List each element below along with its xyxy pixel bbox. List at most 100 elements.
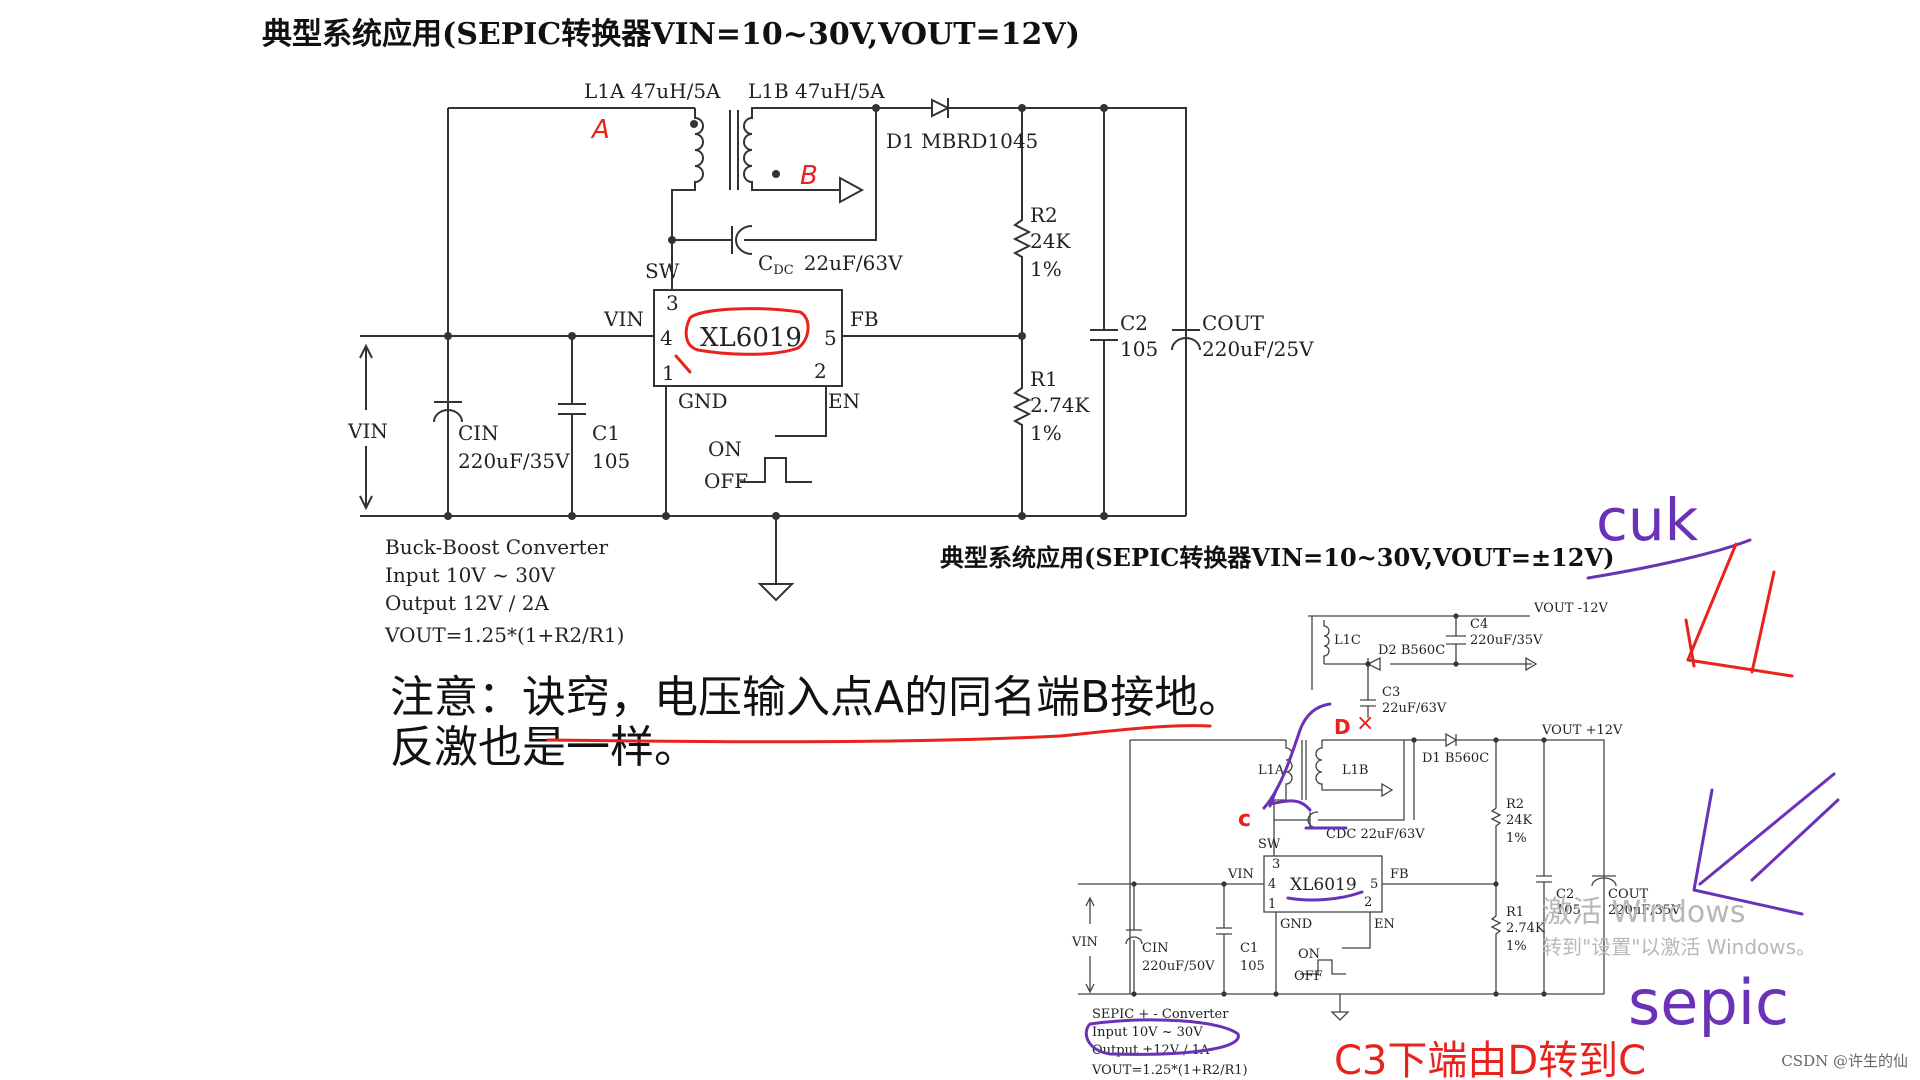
pin-4: 4 xyxy=(660,326,673,350)
top-title: 典型系统应用(SEPIC转换器VIN=10~30V,VOUT=12V) xyxy=(262,17,1080,52)
chip-underline-ink xyxy=(1286,890,1364,902)
c3-route-ink xyxy=(1262,702,1332,810)
label-cout-bottom: COUT xyxy=(1608,887,1649,902)
label-r1: R1 xyxy=(1030,367,1058,391)
label-cout-val: 220uF/25V xyxy=(1202,337,1314,361)
label-en-bottom: EN xyxy=(1374,917,1395,932)
csdn-credit: CSDN @许生的仙 xyxy=(1781,1052,1908,1070)
label-c1-bottom: C1 xyxy=(1240,941,1258,956)
chip-label-bottom: XL6019 xyxy=(1290,875,1357,895)
label-r1-tol-bottom: 1% xyxy=(1506,939,1527,954)
pin-2-bottom: 2 xyxy=(1364,895,1372,910)
pin-5-bottom: 5 xyxy=(1370,877,1378,892)
desc-line-2: Input 10V ~ 30V xyxy=(385,563,556,587)
label-c2: C2 xyxy=(1120,311,1148,335)
note-line-1: 注意：诀窍，电压输入点A的同名端B接地。 xyxy=(390,672,1242,723)
label-r1-val-bottom: 2.74K xyxy=(1506,921,1545,936)
pin-1-bottom: 1 xyxy=(1268,897,1276,912)
label-l1b: L1B 47uH/5A xyxy=(748,79,885,103)
pin-3-bottom: 3 xyxy=(1272,857,1280,872)
label-r1-val: 2.74K xyxy=(1030,393,1091,417)
pin-4-bottom: 4 xyxy=(1268,877,1276,892)
label-vin: VIN xyxy=(347,419,388,443)
top-junctions xyxy=(444,104,1108,520)
label-c4-val: 220uF/35V xyxy=(1470,633,1543,648)
label-cout-val-bottom: 220uF/35V xyxy=(1608,903,1681,918)
note-line-2: 反激也是一样。 xyxy=(390,722,698,773)
sepic-label: sepic xyxy=(1628,966,1789,1039)
cuk-underline-ink xyxy=(1586,538,1752,580)
label-c1: C1 xyxy=(592,421,620,445)
label-r2-tol-bottom: 1% xyxy=(1506,831,1527,846)
mark-x: × xyxy=(1356,711,1374,736)
label-l1c: L1C xyxy=(1334,633,1361,648)
note-underline-ink xyxy=(546,724,1212,744)
desc-bottom-4: VOUT=1.25*(1+R2/R1) xyxy=(1091,1063,1248,1078)
label-l1a-bottom: L1A xyxy=(1258,763,1285,778)
bottom-red-note: C3下端由D转到C xyxy=(1334,1038,1646,1080)
label-r2-bottom: R2 xyxy=(1506,797,1524,812)
mark-c: c xyxy=(1238,807,1251,832)
desc-line-3: Output 12V / 2A xyxy=(385,591,549,615)
input-circle-ink xyxy=(1084,1018,1240,1056)
mark-d: D xyxy=(1334,715,1351,739)
label-vin-bottom: VIN xyxy=(1071,935,1098,950)
label-sw: SW xyxy=(645,259,680,283)
label-r2: R2 xyxy=(1030,203,1058,227)
label-r2-val: 24K xyxy=(1030,229,1071,253)
cuk-label: cuk xyxy=(1596,486,1699,554)
desc-bottom-1: SEPIC + - Converter xyxy=(1092,1007,1229,1022)
label-l1b-bottom: L1B xyxy=(1342,763,1368,778)
label-c2-val-bottom: 105 xyxy=(1556,903,1581,918)
label-on-bottom: ON xyxy=(1298,947,1320,962)
label-gnd-bottom: GND xyxy=(1280,917,1312,932)
mark-a: A xyxy=(590,115,610,145)
label-d1-bottom: D1 B560C xyxy=(1422,751,1489,766)
pin-3: 3 xyxy=(666,291,679,315)
desc-line-4: VOUT=1.25*(1+R2/R1) xyxy=(384,623,624,647)
chip-circle-ink xyxy=(684,307,810,356)
watermark-line-1: 激活 Windows xyxy=(1542,895,1745,930)
label-en: EN xyxy=(828,389,860,413)
label-r2-tol: 1% xyxy=(1030,257,1062,281)
pin-1: 1 xyxy=(662,361,675,385)
label-c3: C3 xyxy=(1382,685,1400,700)
pin-5: 5 xyxy=(824,326,837,350)
label-fb: FB xyxy=(850,307,879,331)
desc-bottom-2: Input 10V ~ 30V xyxy=(1092,1025,1203,1040)
pin-2: 2 xyxy=(814,359,827,383)
chip-tick-ink xyxy=(674,354,692,374)
label-c2-val: 105 xyxy=(1120,337,1158,361)
desc-line-1: Buck-Boost Converter xyxy=(385,535,609,559)
label-off: OFF xyxy=(704,469,748,493)
label-r1-bottom: R1 xyxy=(1506,905,1524,920)
sepic-arrow-ink xyxy=(1692,772,1840,916)
label-cout: COUT xyxy=(1202,311,1265,335)
label-sw-bottom: SW xyxy=(1258,837,1281,852)
watermark-line-2: 转到"设置"以激活 Windows。 xyxy=(1542,935,1816,959)
label-fb-bottom: FB xyxy=(1390,867,1409,882)
label-cin: CIN xyxy=(458,421,499,445)
label-cin-bottom: CIN xyxy=(1142,941,1168,956)
label-vin-pin-bottom: VIN xyxy=(1227,867,1254,882)
label-c1-val-bottom: 105 xyxy=(1240,959,1265,974)
label-c3-val: 22uF/63V xyxy=(1382,701,1447,716)
label-l1a: L1A 47uH/5A xyxy=(584,79,721,103)
chip-label: XL6019 xyxy=(700,323,802,353)
label-d1: D1 MBRD1045 xyxy=(886,129,1038,153)
cuk-arrow-ink xyxy=(1684,542,1794,678)
label-cdc-bottom: CDC 22uF/63V xyxy=(1326,827,1425,842)
label-vout-pos: VOUT +12V xyxy=(1541,723,1623,738)
label-vin-pin: VIN xyxy=(603,307,644,331)
label-c1-val: 105 xyxy=(592,449,630,473)
label-off-bottom: OFF xyxy=(1294,969,1323,984)
label-d2: D2 B560C xyxy=(1378,643,1445,658)
label-vout-neg: VOUT -12V xyxy=(1533,601,1609,616)
bottom-junctions xyxy=(1131,613,1547,997)
label-gnd: GND xyxy=(678,389,728,413)
label-r1-tol: 1% xyxy=(1030,421,1062,445)
mark-b: B xyxy=(800,161,818,191)
bottom-title: 典型系统应用(SEPIC转换器VIN=10~30V,VOUT=±12V) xyxy=(940,543,1614,572)
